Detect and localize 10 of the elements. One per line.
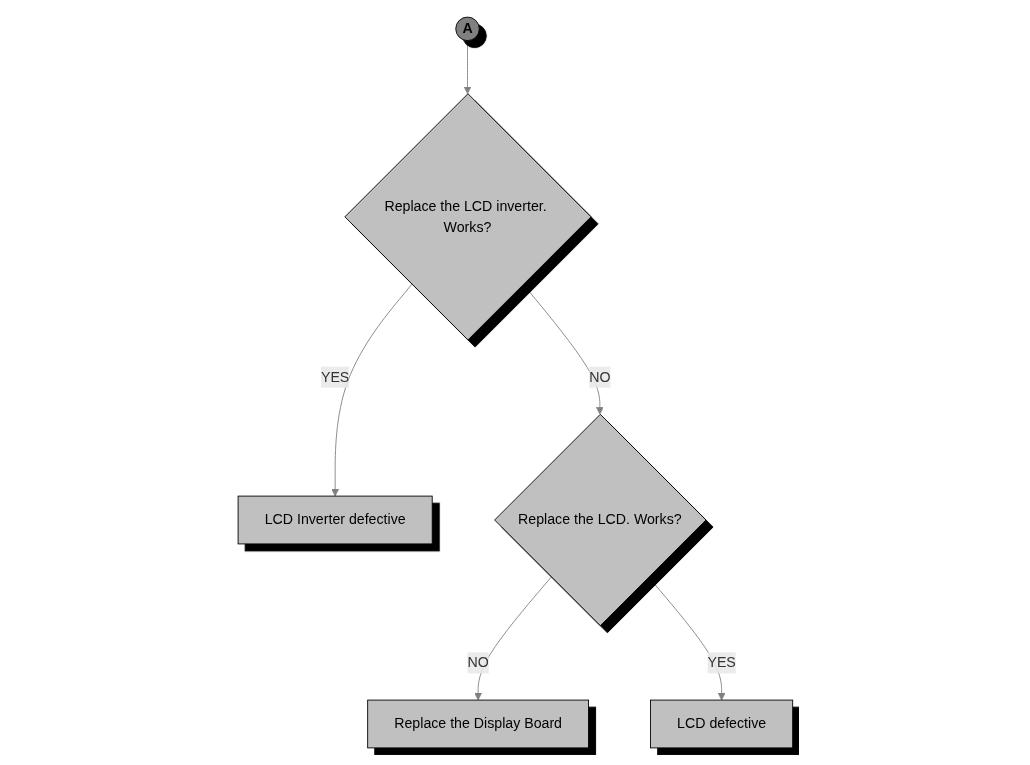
- edge-label: YES: [707, 654, 736, 670]
- node-diamond: Replace the LCD inverter. Works?: [344, 93, 592, 341]
- node-box: LCD defective: [649, 699, 793, 749]
- node-diamond: Replace the LCD. Works?: [493, 413, 707, 627]
- edge-label: NO: [467, 654, 489, 670]
- edge-label: YES: [320, 369, 349, 385]
- node-box: LCD Inverter defective: [237, 495, 433, 545]
- node-box: Replace the Display Board: [366, 699, 589, 749]
- edge-label: NO: [588, 369, 611, 385]
- node-circle: A: [454, 16, 480, 42]
